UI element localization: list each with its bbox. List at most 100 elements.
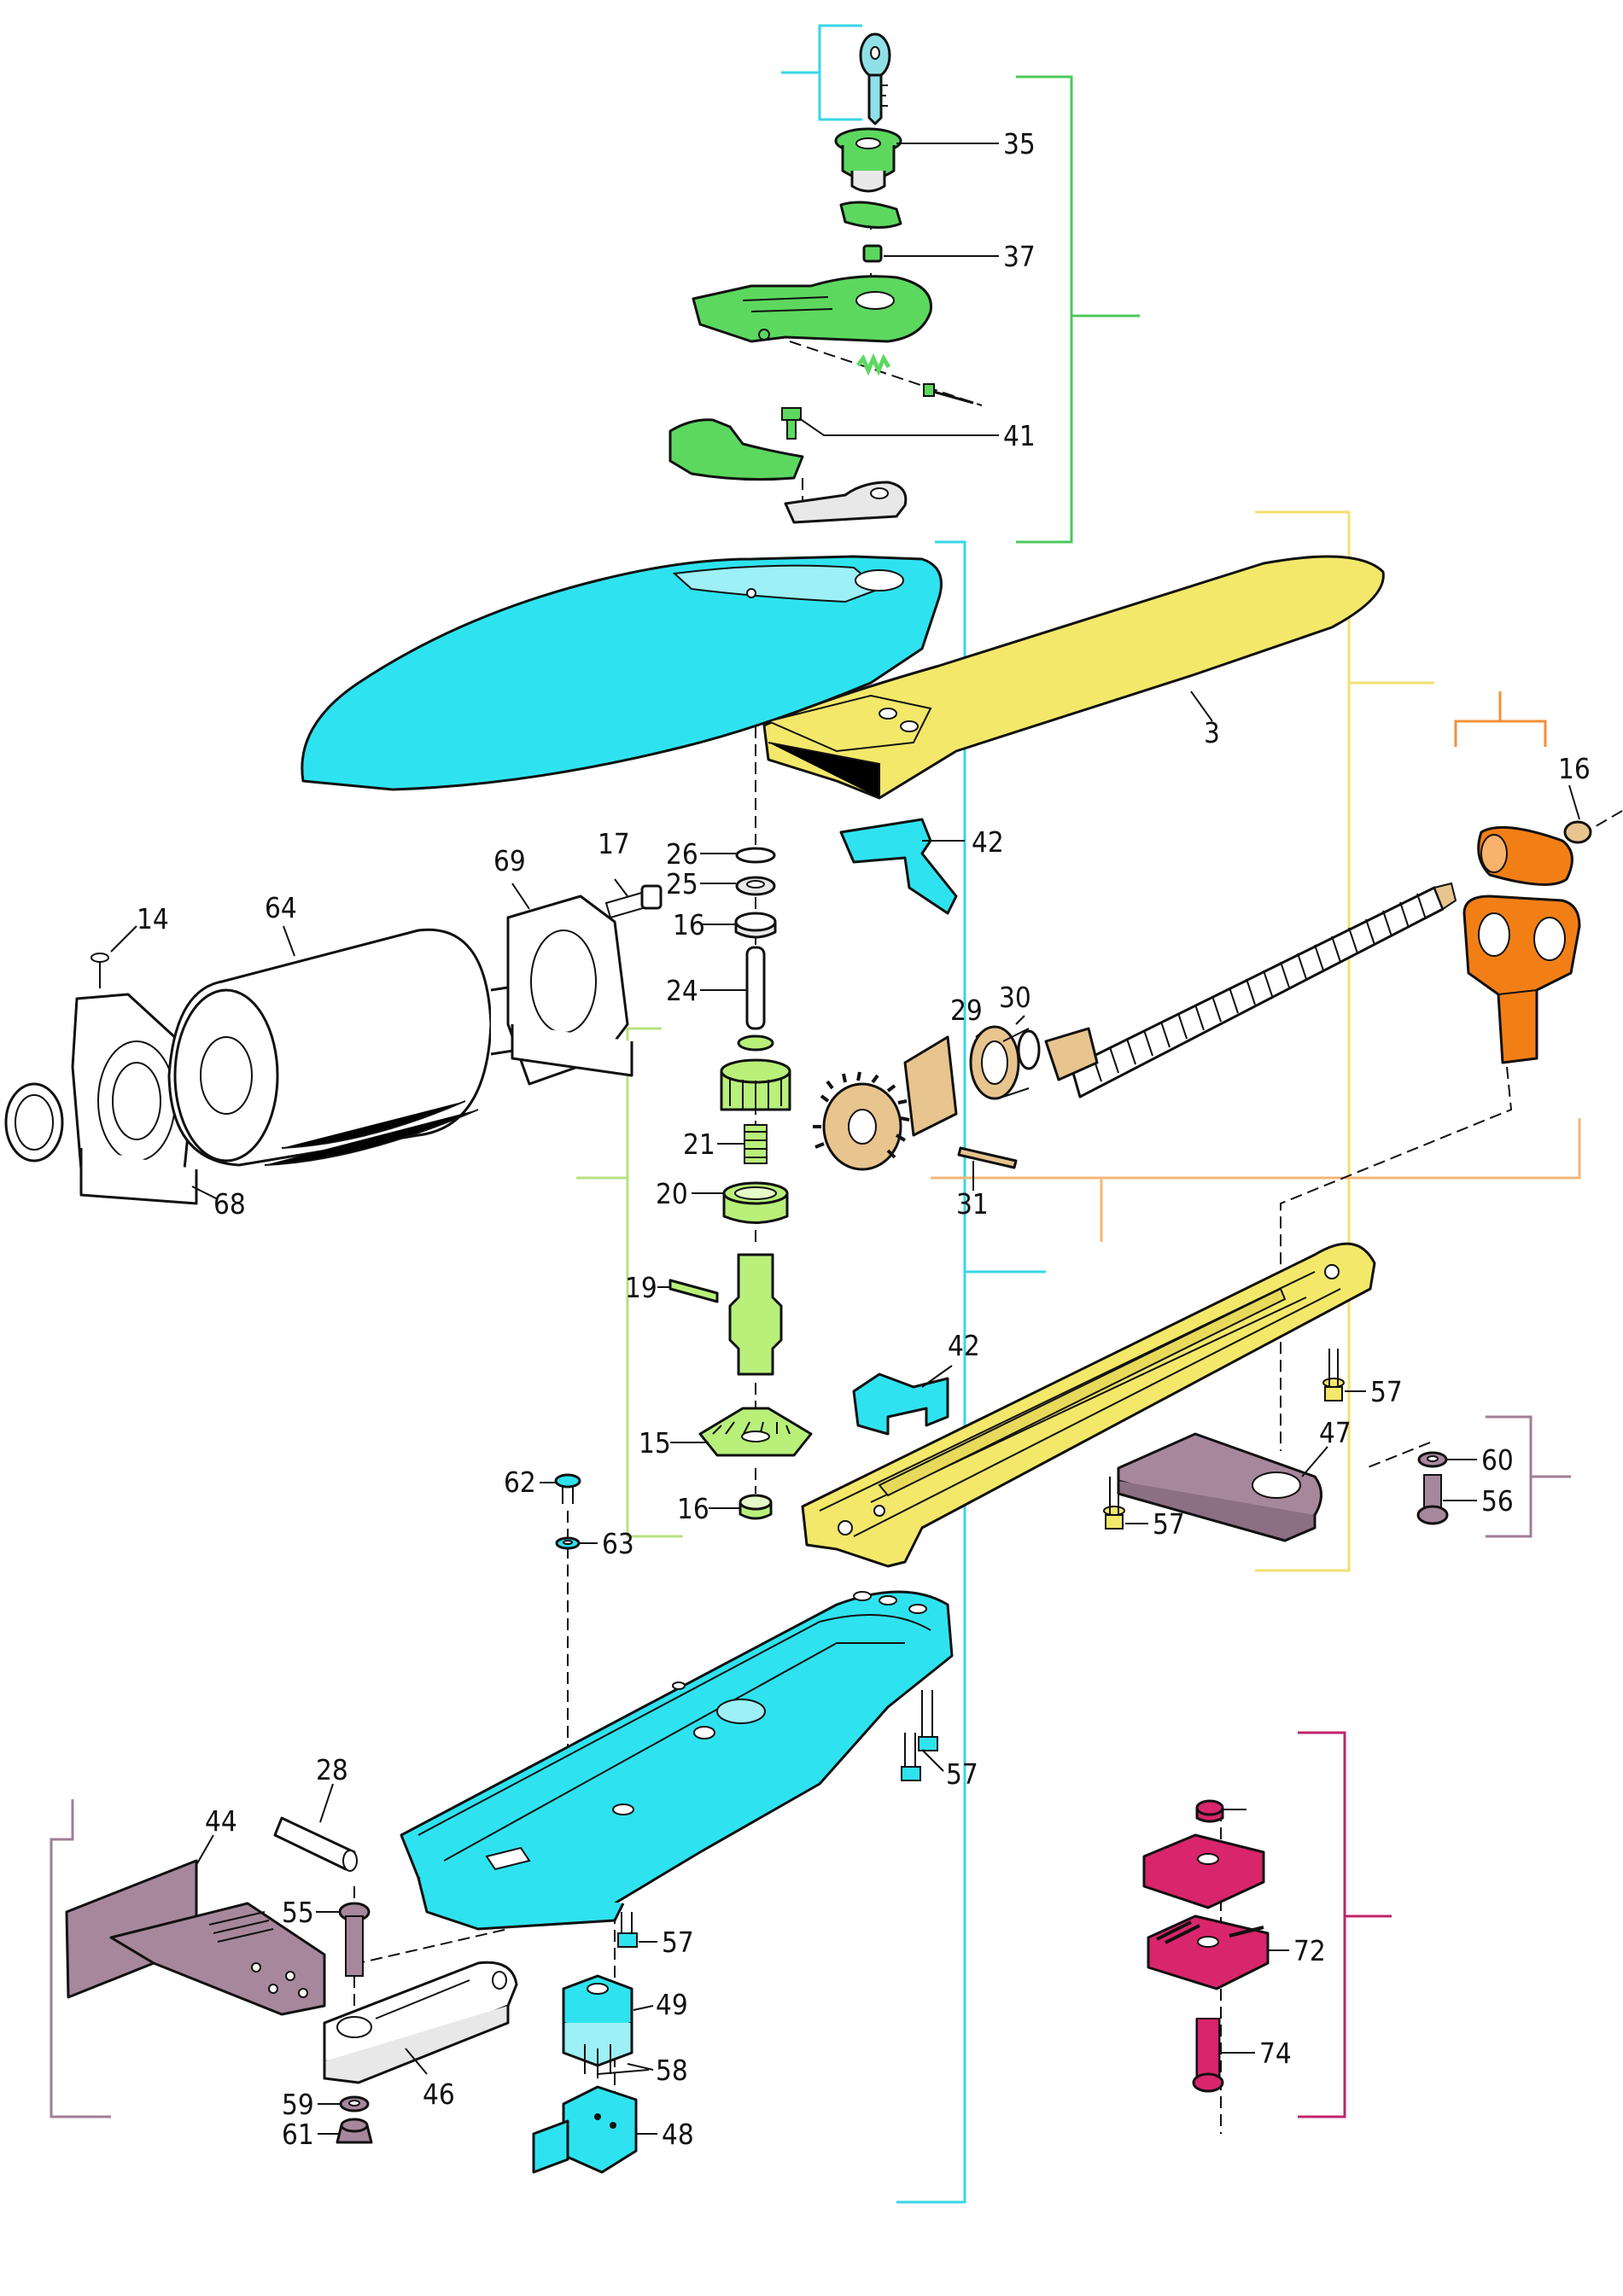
lead-64 [283, 925, 295, 957]
spring-icon [744, 1124, 768, 1164]
lead-58 [597, 2063, 654, 2075]
label-72: 72 [1293, 1934, 1326, 1967]
screw-57-mid-icon [1103, 1477, 1125, 1530]
motor-screw-icon [90, 953, 109, 988]
group-brackets [50, 24, 1581, 2204]
lead-16-top [1568, 784, 1580, 820]
crown-gear-icon [813, 1035, 958, 1171]
top-cover-icon [301, 555, 943, 791]
clamp-top-plate-icon [1142, 1833, 1265, 1909]
label-29: 29 [950, 994, 983, 1027]
lead-49 [633, 2005, 654, 2011]
o-ring-icon [735, 847, 776, 864]
label-55: 55 [282, 1896, 314, 1929]
screw-56-icon [1416, 1474, 1449, 1525]
guide-bracket-low-icon [852, 1372, 949, 1436]
label-30: 30 [999, 981, 1031, 1014]
front-fixing [65, 1816, 518, 2144]
flange-screw-icon [604, 884, 663, 919]
label-21: 21 [683, 1128, 715, 1161]
link-arm-icon [323, 1961, 518, 2084]
label-28: 28 [316, 1753, 348, 1786]
motor-body-icon [167, 928, 493, 1167]
label-25: 25 [666, 867, 698, 900]
label-3: 3 [1204, 716, 1220, 749]
label-24: 24 [666, 974, 698, 1007]
lock-plate-icon [692, 275, 932, 343]
gear-column [668, 847, 813, 1520]
lead-30 [1015, 1015, 1025, 1025]
bevel-gear-icon [698, 1407, 813, 1457]
screw-57-base-a-icon [918, 1690, 938, 1751]
clamp-nut-icon [1195, 1799, 1224, 1823]
label-56: 56 [1481, 1484, 1514, 1518]
lock-pin-icon [862, 244, 883, 263]
lead-28 [319, 1783, 334, 1823]
lock-cam-icon [839, 201, 902, 230]
drive-pin-icon [957, 1146, 1018, 1169]
lead-14 [110, 925, 137, 953]
label-46: 46 [423, 2077, 455, 2111]
pivot-arm-icon [1117, 1432, 1322, 1542]
label-59: 59 [282, 2088, 314, 2121]
bracket-drive [931, 1118, 1581, 1242]
lock-lever-icon [668, 418, 804, 481]
connector-plug-icon [532, 2085, 638, 2174]
screw-assembly [813, 820, 1592, 1171]
label-14: 14 [137, 902, 169, 935]
lead-screw-icon [1070, 882, 1457, 1098]
lock-assembly [668, 32, 974, 524]
electrical [532, 1974, 638, 2174]
nut-bearing-icon [1563, 820, 1592, 844]
washer-icon [735, 876, 776, 896]
screw-57-bottom-icon [617, 1912, 638, 1948]
flange-seal-icon [4, 1082, 64, 1163]
label-57-bottom: 57 [662, 1926, 694, 1959]
drive-sleeve-icon [1017, 1027, 1099, 1081]
bracket-key [781, 24, 862, 121]
label-57-mid: 57 [1153, 1507, 1185, 1541]
lead-3 [1190, 691, 1213, 722]
bracket-gears [576, 1027, 683, 1538]
label-35: 35 [1003, 127, 1036, 160]
screw-57-base-b-icon [901, 1733, 921, 1781]
bracket-front-fixing [50, 1799, 111, 2118]
label-57-base: 57 [946, 1757, 978, 1791]
lock-catch-icon [784, 481, 908, 524]
label-19: 19 [625, 1271, 657, 1304]
screw-62-icon [554, 1473, 581, 1504]
front-flange-icon [71, 993, 198, 1205]
part-labels: 35 37 41 3 16 42 17 69 64 14 26 25 16 24… [137, 127, 1591, 2151]
lead-57-base [921, 1749, 944, 1772]
lock-screw-icon [781, 407, 802, 440]
lead-69 [511, 883, 530, 910]
clamp-bolt-icon [1192, 2018, 1224, 2093]
label-26: 26 [666, 837, 698, 871]
label-44: 44 [205, 1804, 237, 1838]
label-74: 74 [1259, 2037, 1292, 2070]
label-31: 31 [956, 1187, 989, 1221]
output-shaft-icon [668, 1253, 783, 1376]
lead-68 [191, 1186, 219, 1200]
screw-nut-icon [1477, 825, 1573, 886]
label-41: 41 [1003, 419, 1036, 452]
front-bracket-icon [65, 1859, 326, 2016]
label-17: 17 [598, 827, 630, 860]
label-63: 63 [602, 1527, 634, 1560]
bracket-slide-fixing [1486, 1415, 1571, 1538]
label-42-low: 42 [948, 1329, 980, 1362]
lower-bearing-icon [739, 1494, 773, 1520]
lead-42-low [921, 1365, 953, 1388]
lock-spring-icon [856, 353, 974, 405]
label-62: 62 [504, 1466, 536, 1499]
bolt-55-icon [338, 1902, 371, 1977]
label-16-low: 16 [677, 1492, 709, 1525]
yoke-icon [1462, 895, 1581, 1064]
bracket-clamp [1298, 1731, 1392, 2118]
label-37: 37 [1003, 240, 1036, 273]
bracket-housing [896, 540, 1046, 2204]
lead-29 [975, 1028, 987, 1038]
lock-cylinder-icon [834, 127, 902, 193]
thrust-bearing-icon [969, 1025, 1030, 1100]
